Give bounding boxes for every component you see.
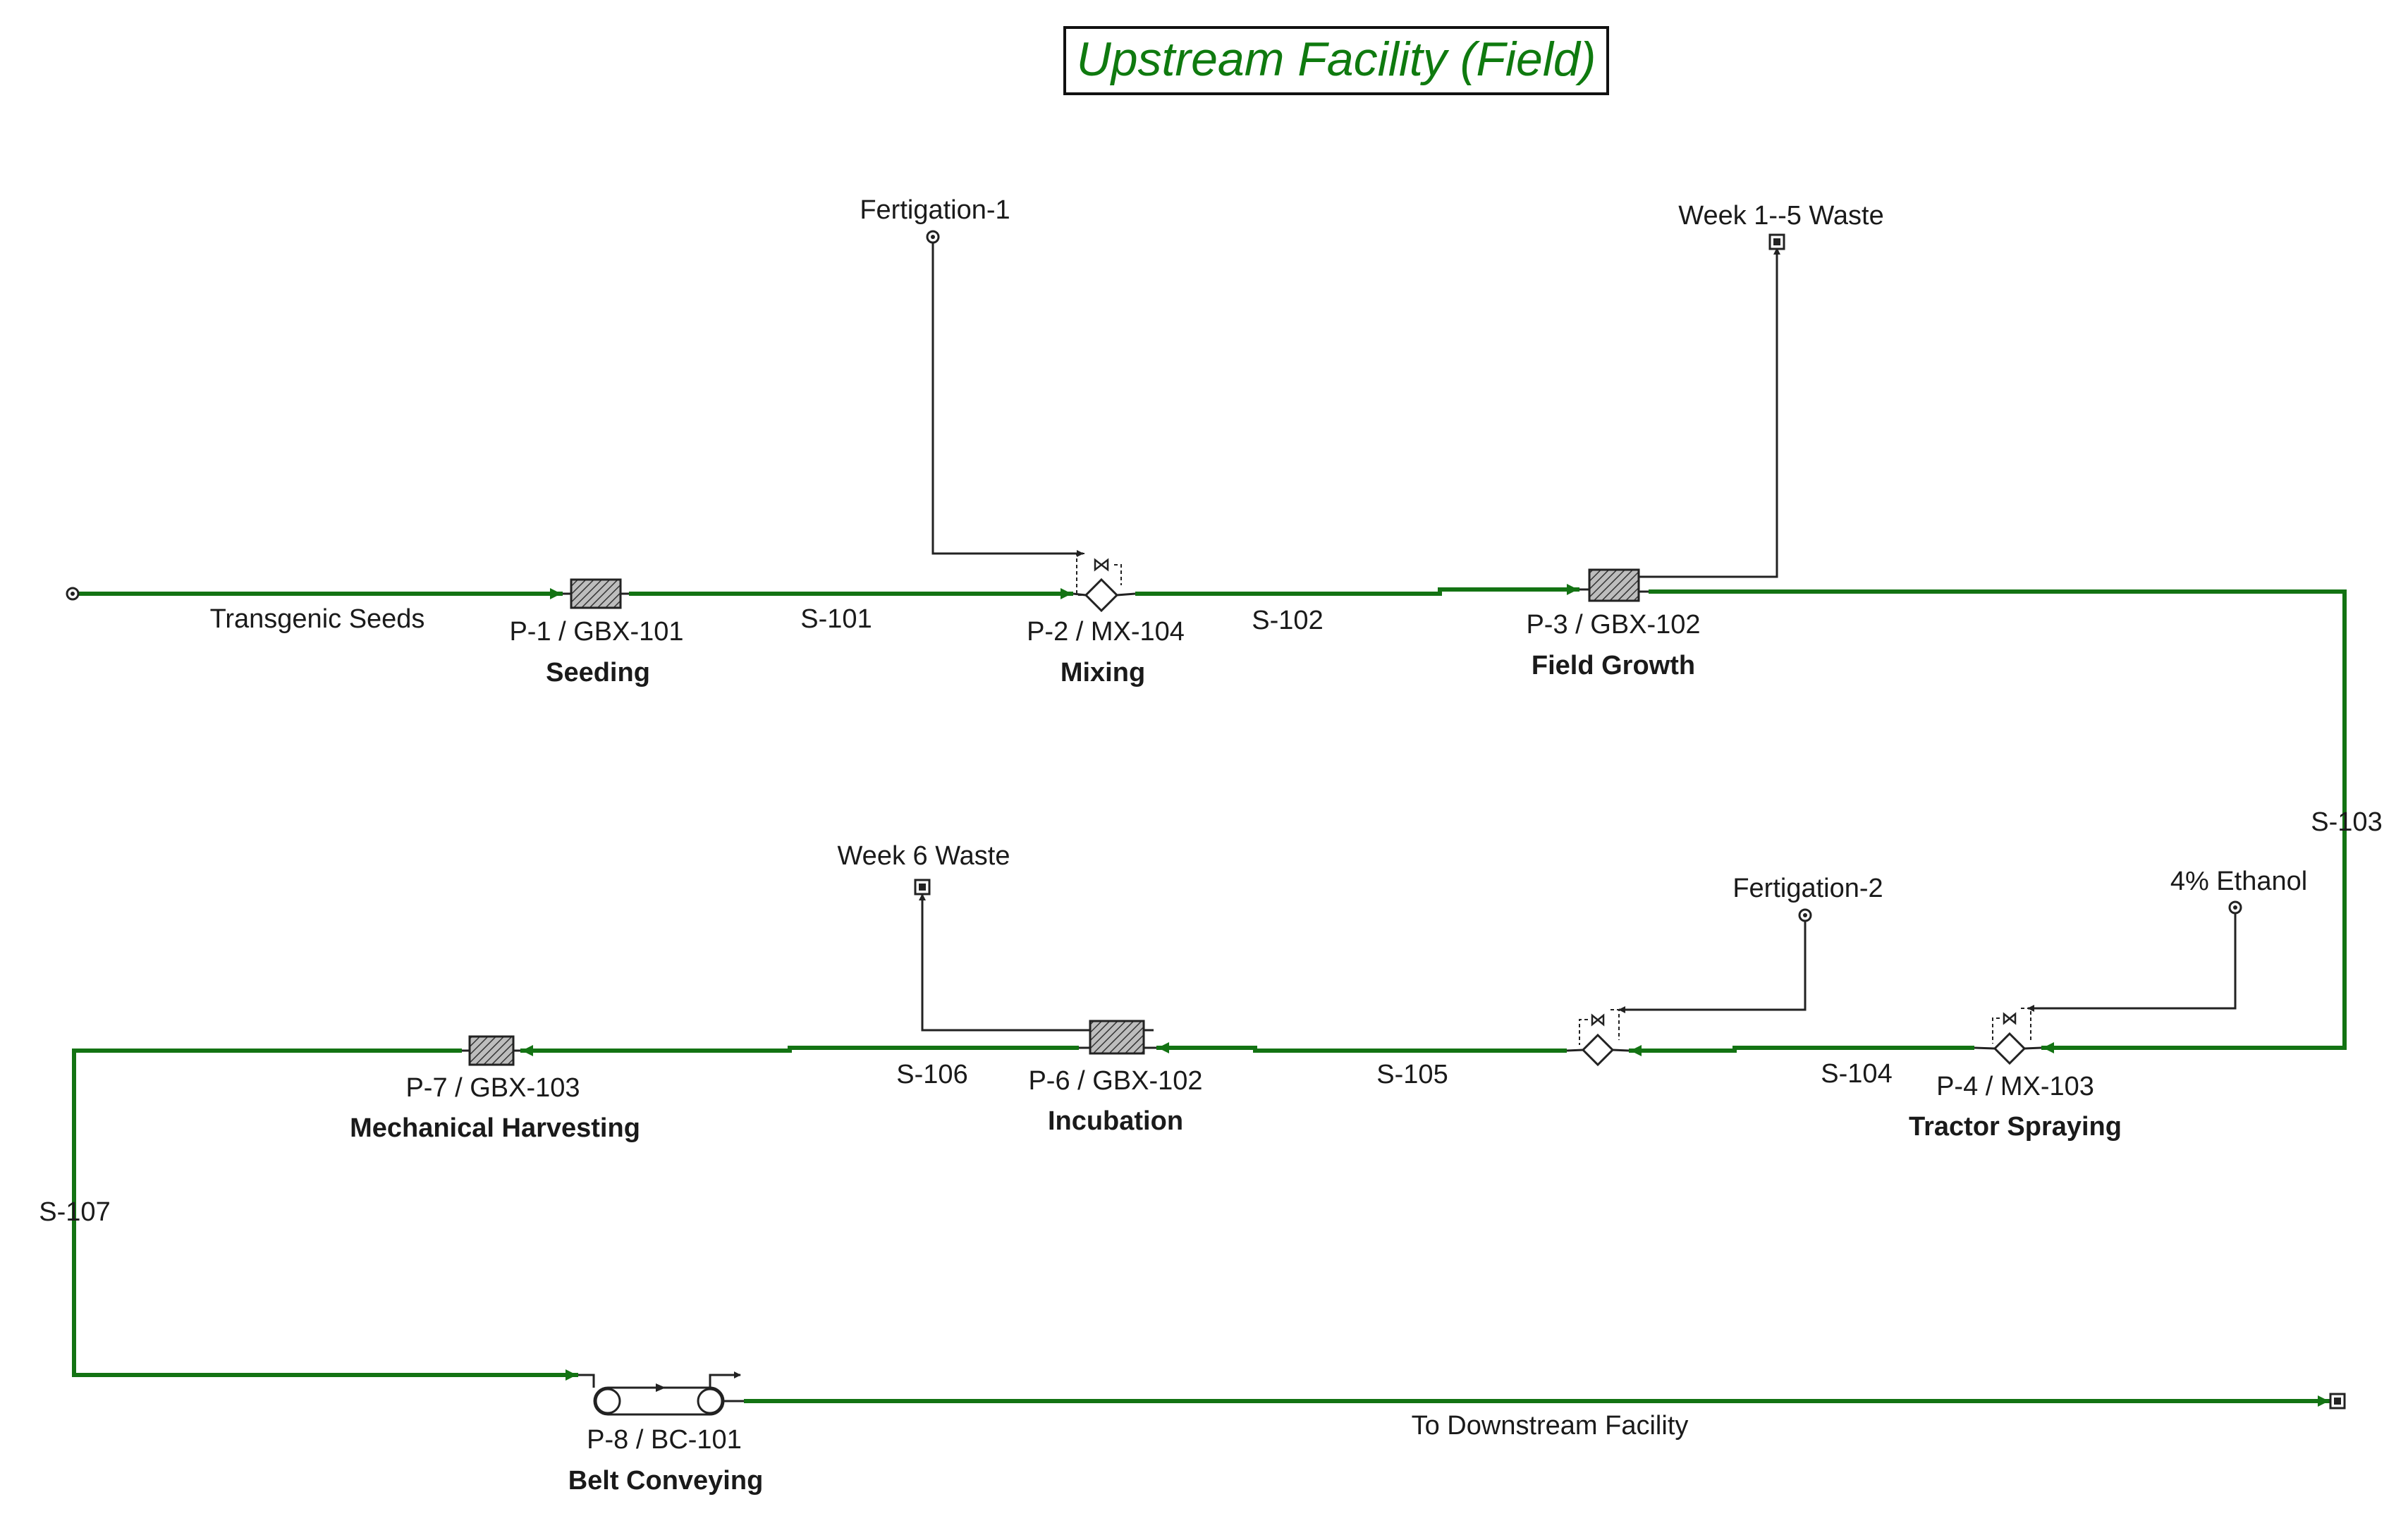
stream-label-s105: S-105 <box>1376 1060 1448 1089</box>
fertigation-2-source-icon[interactable] <box>1798 908 1812 922</box>
unit-name-label: Mixing <box>1061 658 1145 687</box>
output-label-to-downstream: To Downstream Facility <box>1412 1411 1689 1441</box>
stream-s103[interactable] <box>1649 589 2347 1050</box>
fertigation-1-source-icon[interactable] <box>926 230 940 244</box>
valve-icon <box>1591 1013 1605 1027</box>
unit-id-label: P-6 / GBX-102 <box>1028 1066 1202 1096</box>
stream-s104[interactable] <box>1629 1046 1974 1053</box>
seeds-source-icon[interactable] <box>66 587 80 601</box>
stream-4-percent-ethanol[interactable] <box>2027 911 2237 1012</box>
stream-week-6-waste[interactable] <box>919 893 1080 1032</box>
flow-arrows <box>522 584 2329 1407</box>
unit-p8-belt-conveying[interactable] <box>578 1371 744 1416</box>
ethanol-source-icon[interactable] <box>2228 900 2242 915</box>
feed-label-4-percent-ethanol: 4% Ethanol <box>2170 867 2307 896</box>
mixer-icon <box>1581 1033 1615 1067</box>
unit-id-label: P-8 / BC-101 <box>587 1425 742 1455</box>
unit-p4-tractor-spraying[interactable] <box>1974 1008 2042 1065</box>
stream-fertigation-2[interactable] <box>1618 919 1807 1013</box>
week-1-5-waste-sink-icon[interactable] <box>1768 233 1785 250</box>
stream-label-s107: S-107 <box>39 1197 110 1227</box>
valve-icon <box>1094 558 1109 572</box>
stream-s106[interactable] <box>520 1046 1079 1053</box>
stream-label-s104: S-104 <box>1821 1059 1892 1089</box>
unit-id-label: P-3 / GBX-102 <box>1526 610 1700 640</box>
batch-box-icon <box>1588 568 1640 602</box>
stream-label-s101: S-101 <box>800 604 872 634</box>
mixer-icon <box>1993 1032 2027 1065</box>
title-box: Upstream Facility (Field) <box>1063 26 1609 95</box>
diagram-title: Upstream Facility (Field) <box>1077 32 1596 86</box>
feed-label-transgenic-seeds: Transgenic Seeds <box>210 604 425 634</box>
unit-id-label: P-2 / MX-104 <box>1027 617 1185 647</box>
stream-label-s106: S-106 <box>896 1060 967 1089</box>
unit-name-label: Field Growth <box>1532 651 1695 680</box>
stream-label-s103: S-103 <box>2311 807 2382 837</box>
belt-conveyor-icon <box>593 1383 725 1416</box>
stream-week-1-5-waste[interactable] <box>1649 247 1780 578</box>
mixer-icon <box>1084 577 1119 613</box>
output-label-week-1-5-waste: Week 1--5 Waste <box>1678 201 1883 231</box>
unit-p7-mechanical-harvesting[interactable] <box>462 1035 520 1066</box>
unit-name-label: Incubation <box>1048 1106 1183 1136</box>
stream-s107[interactable] <box>72 1049 578 1377</box>
unit-name-label: Seeding <box>546 658 650 687</box>
unit-id-label: P-7 / GBX-103 <box>405 1073 580 1103</box>
stream-label-s102: S-102 <box>1252 606 1323 635</box>
unit-id-label: P-1 / GBX-101 <box>509 617 683 647</box>
feed-label-fertigation-2: Fertigation-2 <box>1732 874 1883 903</box>
stream-s105[interactable] <box>1156 1046 1567 1053</box>
unit-p3-field-growth[interactable] <box>1579 568 1649 602</box>
batch-box-icon <box>1089 1020 1145 1055</box>
unit-mixer-fertigation-2[interactable] <box>1566 1009 1630 1067</box>
unit-name-label: Tractor Spraying <box>1909 1112 2122 1142</box>
feed-label-fertigation-1: Fertigation-1 <box>860 195 1010 225</box>
unit-id-label: P-4 / MX-103 <box>1936 1072 2094 1101</box>
batch-box-icon <box>468 1035 515 1066</box>
unit-name-label: Mechanical Harvesting <box>350 1113 640 1143</box>
stream-fertigation-1[interactable] <box>931 240 1084 557</box>
unit-p2-mixing[interactable] <box>1072 553 1136 613</box>
unit-name-label: Belt Conveying <box>568 1466 764 1496</box>
output-label-week-6-waste: Week 6 Waste <box>838 841 1010 871</box>
unit-p6-incubation[interactable] <box>1079 1020 1156 1055</box>
week-6-waste-sink-icon[interactable] <box>914 879 931 895</box>
unit-p1-seeding[interactable] <box>563 578 629 609</box>
downstream-sink-icon[interactable] <box>2329 1393 2346 1410</box>
valve-icon <box>2003 1012 2017 1025</box>
stream-s102[interactable] <box>1135 587 1579 596</box>
batch-box-icon <box>570 578 622 609</box>
